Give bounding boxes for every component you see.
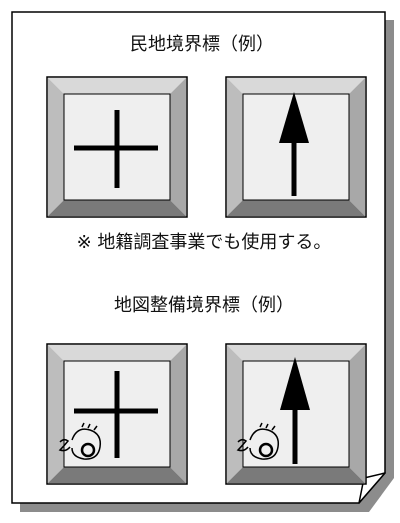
- survey-logo-icon: [58, 422, 102, 460]
- section1-title: 民地境界標（例）: [130, 34, 274, 55]
- section2-title: 地図整備境界標（例）: [114, 295, 294, 316]
- marker-cross: [46, 76, 188, 218]
- up-arrow-with-logo-icon: [280, 357, 310, 410]
- survey-logo-icon: [236, 422, 280, 460]
- bevel-left: [48, 78, 64, 216]
- usage-note: ※ 地籍調査事業でも使用する。: [77, 232, 332, 253]
- bevel-right: [170, 78, 186, 216]
- bevel-bottom: [48, 200, 186, 216]
- marker-arrow-logo: [225, 343, 367, 485]
- marker-cross-logo: [46, 343, 188, 485]
- bevel-top: [48, 78, 186, 94]
- marker-arrow: [225, 76, 367, 218]
- up-arrow-icon: [279, 92, 309, 143]
